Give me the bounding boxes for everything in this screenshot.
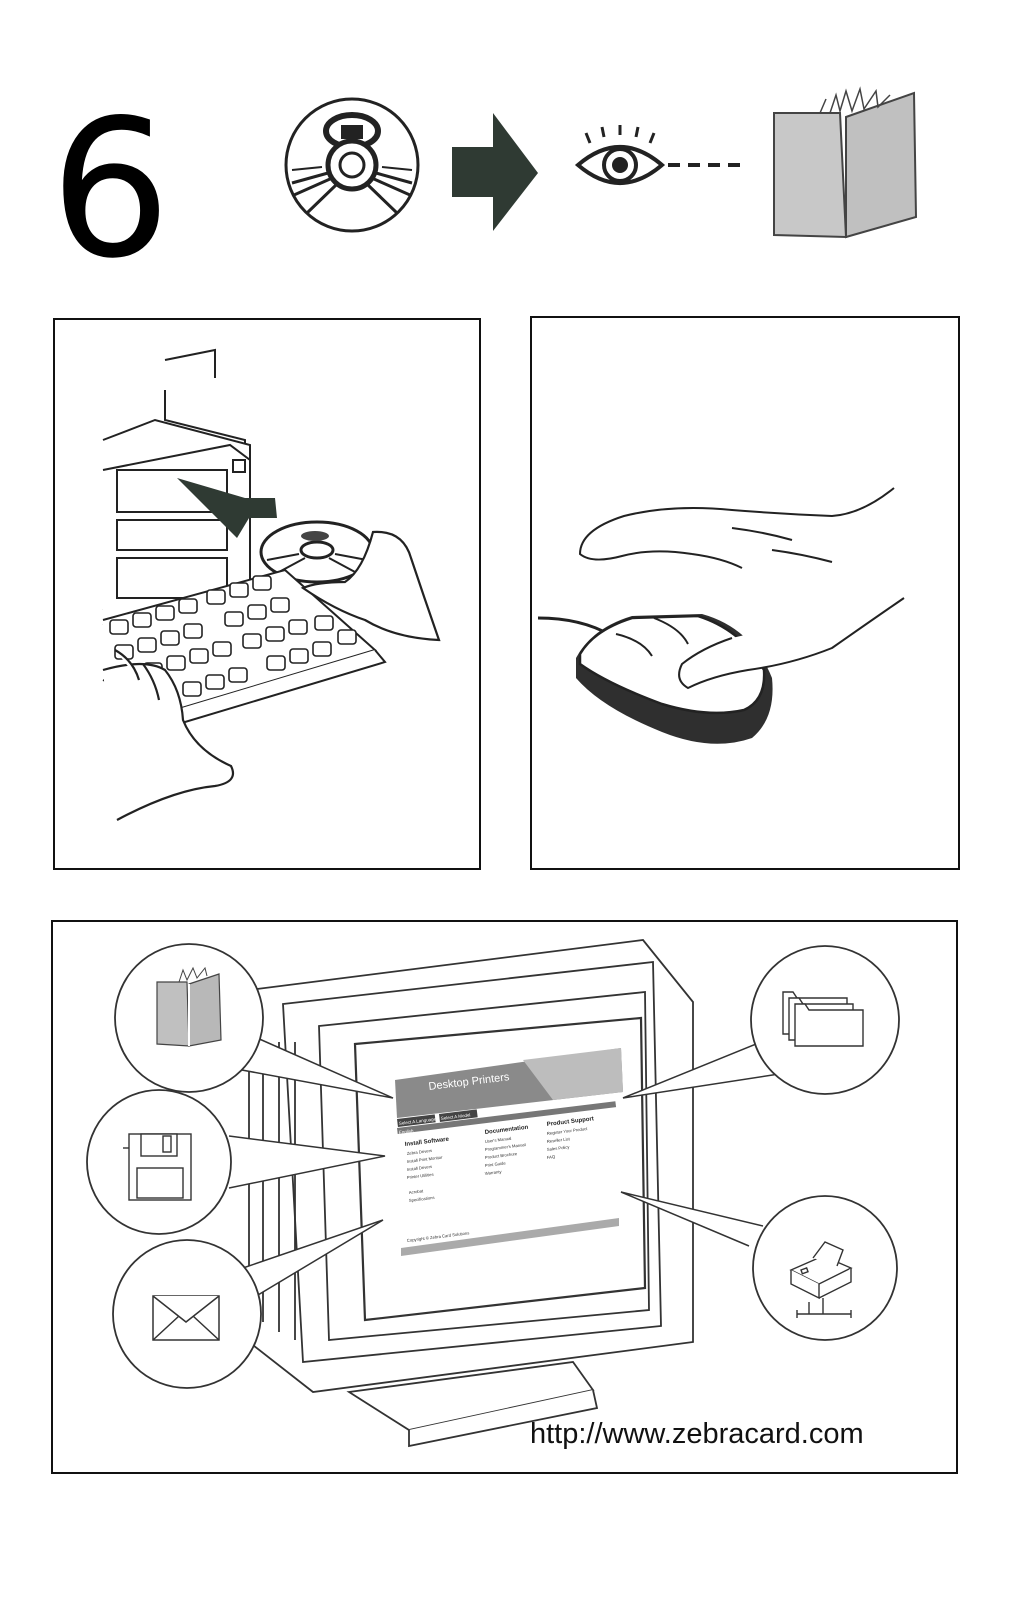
- callout-network-printer: [752, 1195, 898, 1341]
- step-number: 6: [50, 79, 171, 300]
- screen-col-heading: Product Support: [547, 1116, 595, 1128]
- screen-item: Specifications: [409, 1195, 435, 1203]
- screen-item: Product Brochure: [485, 1151, 519, 1160]
- screen-item: Install Print Monitor: [407, 1155, 444, 1164]
- screen-tab-model: Select A Model: [441, 1112, 471, 1121]
- screen-item: Reseller List: [547, 1136, 571, 1144]
- screen-item: Print Guide: [485, 1160, 507, 1168]
- screen-item: Install Drivers: [407, 1164, 433, 1172]
- screen-item: Acrobat: [409, 1188, 425, 1195]
- callout-floppy: [86, 1089, 232, 1235]
- url-text[interactable]: http://www.zebracard.com: [530, 1418, 864, 1450]
- computer-tower: [102, 348, 251, 626]
- hand: [102, 530, 441, 821]
- screen-subtab: English: [399, 1128, 415, 1135]
- panel-mouse: [530, 316, 960, 870]
- insert-arrow: [177, 478, 277, 538]
- panel-monitor: Desktop Printers Select A Language Selec…: [51, 920, 958, 1474]
- callout-email: [112, 1239, 262, 1389]
- top-strip: [284, 86, 918, 239]
- screen-item: FAQ: [547, 1154, 557, 1160]
- screen-item: Register Your Product: [547, 1126, 589, 1136]
- monitor-illustration: Desktop Printers Select A Language Selec…: [86, 939, 900, 1448]
- mouse: [576, 614, 773, 744]
- callout-folders: [750, 945, 900, 1095]
- callout-pointers: [228, 1029, 780, 1299]
- screen-item: User's Manual: [485, 1136, 512, 1144]
- screen-tab-language: Select A Language: [399, 1116, 437, 1126]
- arrow-right-icon: [452, 113, 538, 231]
- insert-cd-illustration: [102, 348, 441, 821]
- screen-content: Desktop Printers Select A Language Selec…: [395, 1048, 623, 1256]
- screen-item: Zebra Drivers: [407, 1148, 433, 1156]
- screen-col-heading: Install Software: [405, 1137, 450, 1148]
- hand: [578, 487, 905, 690]
- mouse-illustration: [537, 487, 905, 744]
- keyboard: [102, 568, 387, 727]
- screen-col-heading: Documentation: [485, 1125, 529, 1136]
- screen-item: Printer Utilities: [407, 1172, 434, 1180]
- callout-manual: [114, 943, 264, 1093]
- screen-item: Warranty: [485, 1169, 503, 1176]
- cd-disc: [259, 520, 375, 584]
- network-printer-icon: [789, 1241, 853, 1318]
- manual-book-icon: [773, 86, 918, 239]
- folders-icon: [782, 991, 864, 1047]
- panel-insert-cd: [53, 318, 481, 870]
- cd-icon: [284, 97, 420, 233]
- envelope-icon: [152, 1295, 220, 1341]
- eye-icon: [574, 125, 666, 185]
- screen-item: Programmer's Manual: [485, 1142, 526, 1152]
- manual-book-icon: [156, 966, 222, 1047]
- floppy-disk-icon: [123, 1133, 192, 1201]
- screen-item: Sales Policy: [547, 1144, 571, 1152]
